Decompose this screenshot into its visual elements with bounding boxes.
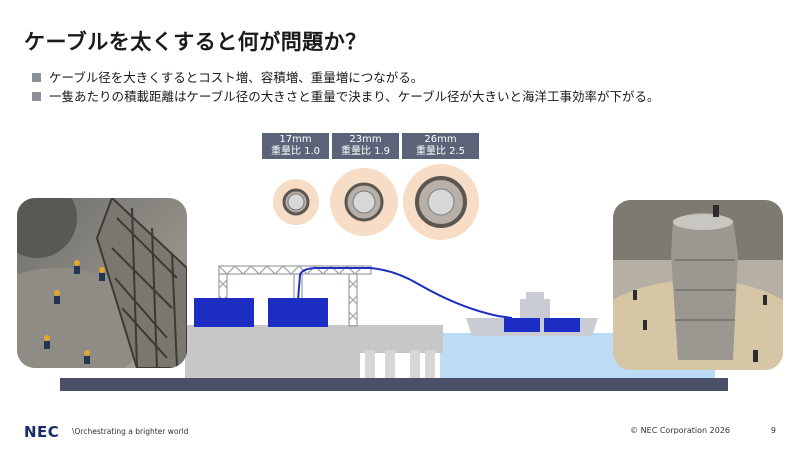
dock [185,325,443,353]
page-number: 9 [770,426,776,435]
cable-tank-photo-left [17,198,187,368]
cable-spec-23mm: 23mm 重量比 1.9 [332,133,399,159]
cable-cross-section-17mm [273,179,319,225]
cable-cross-section-23mm [330,168,398,236]
cable-tank-container [194,298,254,327]
ground-strip [60,378,728,391]
cable-ship [466,292,598,336]
cable-diameter: 17mm [279,134,312,145]
bullet-list: ケーブル径を大きくするとコスト増、容積増、重量増につながる。 一隻あたりの積載距… [32,68,660,106]
cable-spec-17mm: 17mm 重量比 1.0 [262,133,329,159]
cable-spec-26mm: 26mm 重量比 2.5 [402,133,479,159]
nec-logo: NEC [24,423,60,441]
cable-line [297,267,513,319]
cable-tank-container [268,298,328,327]
cable-cross-section-26mm [403,164,479,240]
cable-diameter: 26mm [424,134,457,145]
footer-tagline: \Orchestrating a brighter world [72,427,189,436]
bullet-item: ケーブル径を大きくするとコスト増、容積増、重量増につながる。 [32,68,660,87]
bullet-square-icon [32,92,41,101]
cable-weight-ratio: 重量比 2.5 [415,146,466,157]
cable-diameter: 23mm [349,134,382,145]
bullet-text: ケーブル径を大きくするとコスト増、容積増、重量増につながる。 [49,70,424,85]
slide-title: ケーブルを太くすると何が問題か？ [24,30,367,54]
cable-weight-ratio: 重量比 1.9 [340,146,391,157]
bullet-item: 一隻あたりの積載距離はケーブル径の大きさと重量で決まり、ケーブル径が大きいと海洋… [32,87,660,106]
bullet-square-icon [32,73,41,82]
cable-weight-ratio: 重量比 1.0 [270,146,321,157]
cable-drum-photo-right [613,200,783,370]
bullet-text: 一隻あたりの積載距離はケーブル径の大きさと重量で決まり、ケーブル径が大きいと海洋… [49,89,660,104]
footer-copyright: © NEC Corporation 2026 [630,426,730,435]
